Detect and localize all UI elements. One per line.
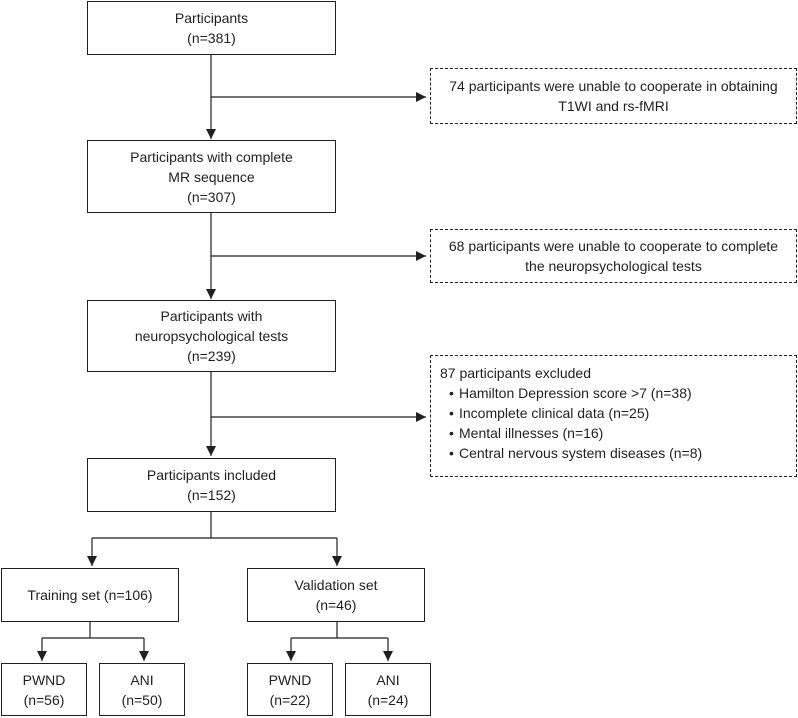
included-label: Participants included — [146, 467, 277, 483]
exclusion-item-hamilton: Hamilton Depression score >7 (n=38) — [449, 383, 702, 403]
exclusion-2-line-2: the neuropsychological tests — [525, 258, 702, 274]
exclusion-1-line-1: 74 participants were unable to cooperate… — [449, 78, 778, 94]
neuro-tests-count: (n=239) — [187, 348, 236, 364]
included-count: (n=152) — [187, 487, 236, 503]
exclusion-box-2: 68 participants were unable to cooperate… — [430, 229, 797, 283]
training-pwnd-label: PWND — [22, 671, 66, 688]
exclusion-item-clinical-data: Incomplete clinical data (n=25) — [449, 403, 702, 423]
training-ani-box: ANI (n=50) — [99, 663, 185, 716]
exclusion-2-line-1: 68 participants were unable to cooperate… — [448, 238, 779, 254]
validation-pwnd-box: PWND (n=22) — [247, 663, 333, 716]
validation-pwnd-count: (n=22) — [269, 691, 311, 708]
exclusion-3-list: Hamilton Depression score >7 (n=38) Inco… — [440, 383, 702, 463]
validation-set-count: (n=46) — [315, 597, 357, 613]
training-pwnd-count: (n=56) — [23, 691, 65, 708]
exclusion-item-cns-disease: Central nervous system diseases (n=8) — [449, 443, 702, 463]
exclusion-3-title: 87 participants excluded — [440, 365, 591, 381]
participants-count: (n=381) — [187, 30, 236, 46]
neuro-tests-box: Participants with neuropsychological tes… — [87, 300, 336, 372]
exclusion-1-line-2: T1WI and rs-fMRI — [558, 98, 669, 114]
complete-mr-line-1: Participants with complete — [130, 148, 293, 165]
validation-set-box: Validation set (n=46) — [247, 568, 425, 622]
training-ani-count: (n=50) — [121, 691, 163, 708]
neuro-tests-line-2: neuropsychological tests — [134, 328, 289, 344]
validation-ani-label: ANI — [376, 671, 400, 688]
complete-mr-line-2: MR sequence — [168, 168, 255, 185]
complete-mr-box: Participants with complete MR sequence (… — [87, 140, 336, 213]
exclusion-box-3: 87 participants excluded Hamilton Depres… — [430, 355, 797, 477]
participants-label: Participants — [174, 10, 249, 26]
training-set-box: Training set (n=106) — [1, 568, 179, 622]
participants-box: Participants (n=381) — [87, 1, 336, 55]
validation-ani-count: (n=24) — [367, 691, 409, 708]
training-ani-label: ANI — [130, 671, 154, 688]
validation-pwnd-label: PWND — [268, 671, 312, 688]
included-box: Participants included (n=152) — [87, 458, 336, 512]
complete-mr-count: (n=307) — [187, 188, 236, 205]
validation-ani-box: ANI (n=24) — [345, 663, 431, 716]
neuro-tests-line-1: Participants with — [160, 308, 263, 324]
exclusion-box-1: 74 participants were unable to cooperate… — [430, 68, 797, 124]
validation-set-label: Validation set — [294, 577, 378, 593]
training-set-label: Training set (n=106) — [27, 587, 153, 603]
training-pwnd-box: PWND (n=56) — [1, 663, 87, 716]
exclusion-item-mental-illness: Mental illnesses (n=16) — [449, 423, 702, 443]
